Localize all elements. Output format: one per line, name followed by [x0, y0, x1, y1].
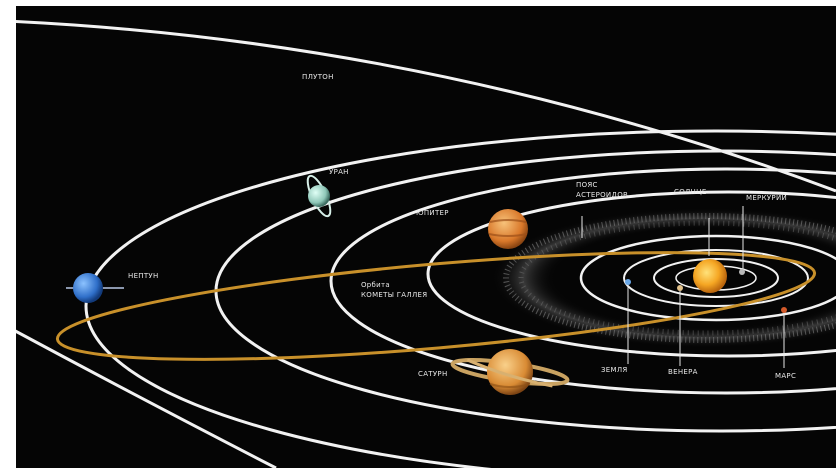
asteroid-belt-label-2: АСТЕРОИДОВ: [576, 191, 629, 199]
asteroid-belt-label-1: ПОЯС: [576, 181, 598, 189]
mars-label: МАРС: [775, 372, 797, 380]
uranus: [306, 174, 332, 218]
orbits-layer: [16, 20, 836, 468]
earth-orbit: [623, 249, 809, 307]
neptune-label: НЕПТУН: [128, 272, 159, 280]
venus-label: ВЕНЕРА: [668, 368, 698, 376]
uranus-label: УРАН: [329, 168, 349, 176]
leader-lines: [581, 206, 785, 368]
neptune-orbit: [84, 129, 836, 468]
halley-label-1: Орбита: [361, 281, 390, 289]
saturn-orbit: [329, 167, 836, 395]
venus-orbit: [653, 258, 779, 298]
mars: [781, 307, 787, 313]
jupiter-orbit: [426, 190, 836, 358]
asteroid-belt: [491, 208, 836, 348]
mercury: [739, 269, 745, 275]
mars-orbit: [579, 234, 836, 322]
sun-label: СОЛНЦЕ: [674, 188, 707, 196]
mercury-label: МЕРКУРИЙ: [746, 194, 788, 202]
earth-label: ЗЕМЛЯ: [601, 366, 628, 374]
halley-label-2: КОМЕТЫ ГАЛЛЕЯ: [361, 291, 428, 299]
solar-system-diagram: ПЛУТОН УРАН НЕПТУН ЮПИТЕР ПОЯС АСТЕРОИДО…: [16, 6, 836, 468]
sun: [693, 259, 727, 293]
venus: [677, 285, 683, 291]
jupiter-label: ЮПИТЕР: [416, 209, 449, 217]
pluto-orbit-lower: [16, 329, 277, 468]
earth: [625, 279, 631, 285]
saturn: [450, 349, 570, 395]
halley-comet-orbit: [55, 251, 817, 361]
pluto-orbit: [16, 20, 836, 193]
jupiter: [488, 209, 528, 249]
pluto-label: ПЛУТОН: [302, 73, 334, 81]
neptune: [66, 273, 124, 303]
saturn-label: САТУРН: [418, 370, 448, 378]
